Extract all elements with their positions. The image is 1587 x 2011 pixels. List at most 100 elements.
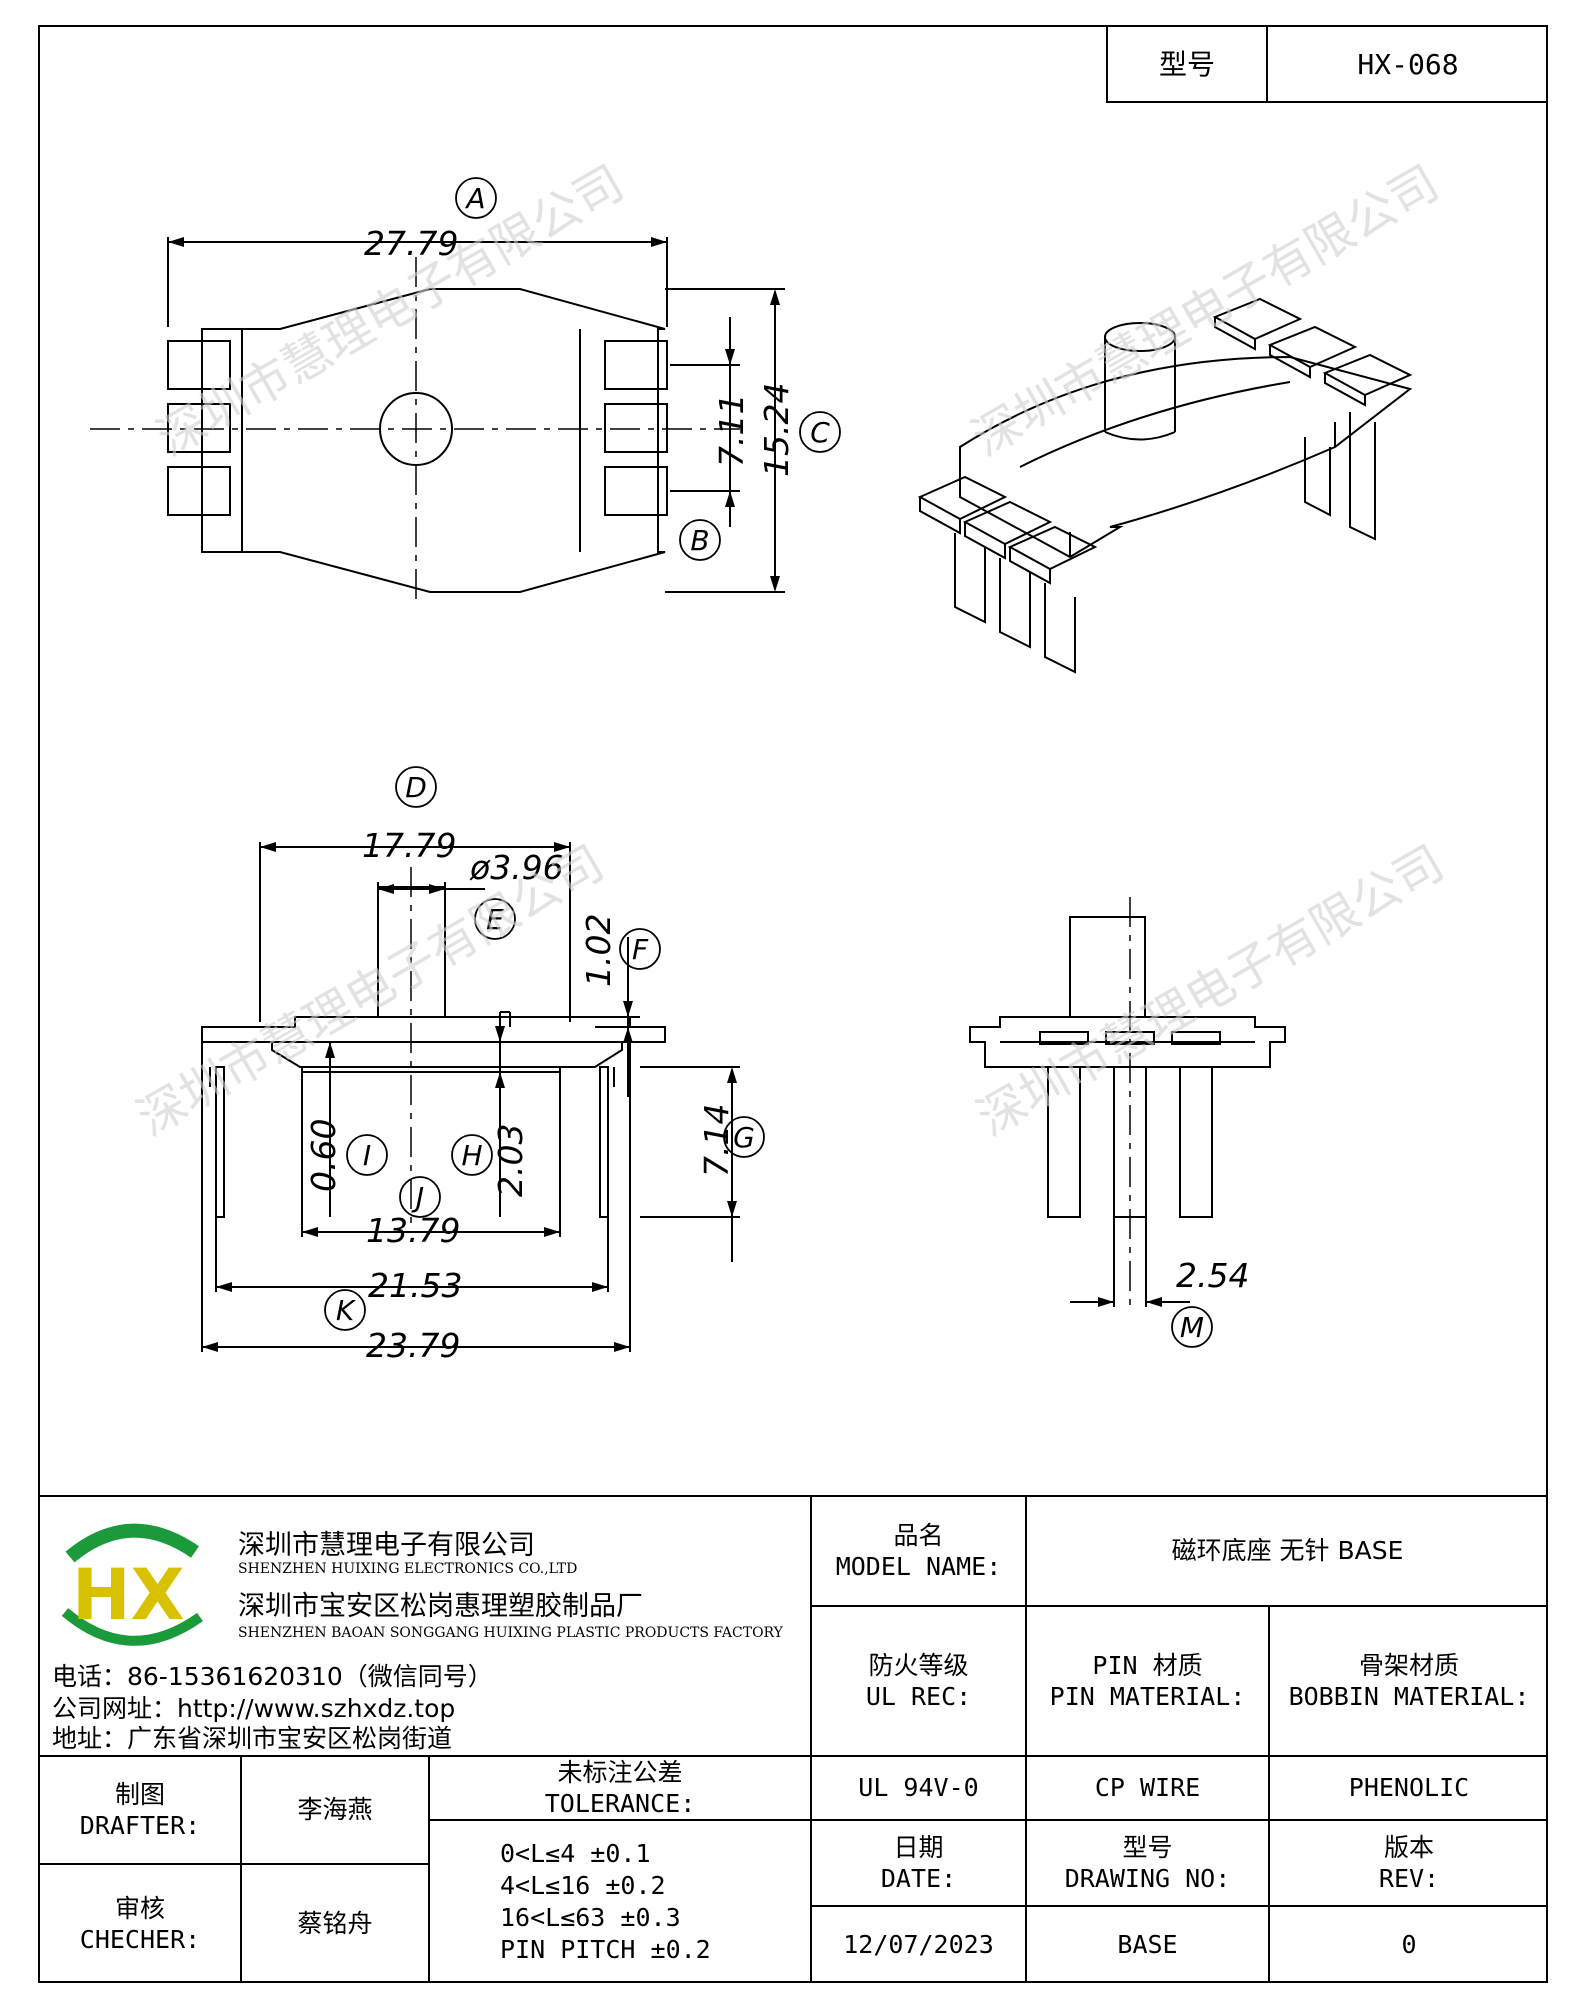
model-value-cell: HX-068 (1266, 27, 1548, 103)
title-block: HX 深圳市慧理电子有限公司 SHENZHEN HUIXING ELECTRON… (40, 1495, 1548, 1983)
dim-g-value: 7.14 (697, 1104, 736, 1177)
dim-b-value: 7.11 (712, 394, 751, 467)
drawing-no-label-cell: 型号 DRAWING NO: (1025, 1819, 1268, 1905)
model-value: HX-068 (1357, 47, 1459, 81)
company-info: HX 深圳市慧理电子有限公司 SHENZHEN HUIXING ELECTRON… (40, 1497, 810, 1755)
rev-label-cell: 版本 REV: (1268, 1819, 1548, 1905)
side-view (969, 897, 1286, 1307)
company-name-cn: 深圳市慧理电子有限公司 (238, 1530, 535, 1561)
pin-material-en: PIN MATERIAL: (1049, 1682, 1246, 1711)
model-label-cell: 型号 (1106, 27, 1266, 103)
rev-value: 0 (1401, 1930, 1417, 1960)
drafter-name: 李海燕 (297, 1795, 373, 1825)
date-value: 12/07/2023 (843, 1930, 994, 1960)
dim-e-value: ø3.96 (469, 848, 564, 887)
model-name-value: 磁环底座 无针 BASE (1171, 1536, 1404, 1566)
isometric-view (917, 297, 1413, 674)
date-label-en: DATE: (880, 1864, 957, 1893)
tolerance-line: PIN PITCH ±0.2 (500, 1935, 711, 1964)
checker-label-cell: 审核 CHECHER: (40, 1863, 242, 1983)
dim-f-value: 1.02 (579, 914, 618, 987)
dim-k2-value: 23.79 (366, 1326, 460, 1365)
rev-label-en: REV: (1378, 1864, 1440, 1893)
technical-drawing: 27.79 7.11 15.24 17.79 ø3.96 1.02 7.14 2… (90, 155, 1453, 1365)
company-phone: 电话：86-15361620310（微信同号） (52, 1662, 493, 1691)
tag-e: E (486, 903, 504, 936)
pin-material-value-cell: CP WIRE (1025, 1755, 1268, 1819)
drafter-label-cn: 制图 (114, 1779, 165, 1809)
dim-k-value: 21.53 (368, 1266, 462, 1305)
hx-logo: HX (61, 1523, 203, 1646)
model-label: 型号 (1158, 47, 1215, 81)
tolerance-list-cell: 0<L≤4 ±0.1 4<L≤16 ±0.2 16<L≤63 ±0.3 PIN … (430, 1819, 810, 1983)
model-name-value-cell: 磁环底座 无针 BASE (1025, 1497, 1548, 1605)
date-value-cell: 12/07/2023 (810, 1905, 1025, 1983)
drawing-no-label-en: DRAWING NO: (1064, 1864, 1231, 1893)
rev-label-cn: 版本 (1383, 1832, 1434, 1862)
dim-h-value: 2.03 (491, 1124, 530, 1197)
tag-a: A (464, 182, 485, 215)
drawing-no-value: BASE (1117, 1930, 1178, 1960)
drafter-label-cell: 制图 DRAFTER: (40, 1755, 242, 1863)
drafter-name-cell: 李海燕 (242, 1755, 430, 1863)
model-name-en: MODEL NAME: (835, 1552, 1002, 1581)
date-label-cell: 日期 DATE: (810, 1819, 1025, 1905)
drawing-sheet: 型号 HX-068 (38, 25, 1548, 1983)
front-view (201, 842, 740, 1352)
watermark: 深圳市慧理电子有限公司 (963, 155, 1448, 468)
ul-label-cell: 防火等级 UL REC: (810, 1605, 1025, 1755)
tag-k: K (336, 1294, 357, 1327)
pin-material-label-cell: PIN 材质 PIN MATERIAL: (1025, 1605, 1268, 1755)
drawing-no-label-cn: 型号 (1122, 1832, 1173, 1862)
company-address: 地址：广东省深圳市宝安区松岗街道 (52, 1724, 453, 1753)
ul-value-cell: UL 94V-0 (810, 1755, 1025, 1819)
rev-value-cell: 0 (1268, 1905, 1548, 1983)
drawing-no-value-cell: BASE (1025, 1905, 1268, 1983)
watermark: 深圳市慧理电子有限公司 (128, 835, 613, 1148)
tolerance-label-cn: 未标注公差 (557, 1757, 683, 1787)
bobbin-material-en: BOBBIN MATERIAL: (1288, 1682, 1530, 1711)
tolerance-label-en: TOLERANCE: (544, 1789, 696, 1818)
tag-b: B (690, 524, 709, 557)
dim-j-value: 13.79 (366, 1211, 460, 1250)
checker-name-cell: 蔡铭舟 (242, 1863, 430, 1983)
company-name-en: SHENZHEN HUIXING ELECTRONICS CO.,LTD (238, 1561, 578, 1577)
bobbin-material-value-cell: PHENOLIC (1268, 1755, 1548, 1819)
bobbin-material-label-cell: 骨架材质 BOBBIN MATERIAL: (1268, 1605, 1548, 1755)
drafter-label-en: DRAFTER: (79, 1811, 201, 1840)
tag-c: C (810, 416, 830, 449)
tolerance-line: 16<L≤63 ±0.3 (500, 1903, 681, 1932)
pin-material-value: CP WIRE (1094, 1773, 1201, 1803)
ul-label-en: UL REC: (865, 1682, 972, 1711)
tag-m: M (1180, 1311, 1204, 1344)
tag-g: G (733, 1121, 755, 1154)
checker-label-en: CHECHER: (79, 1925, 201, 1954)
logo-text: HX (72, 1554, 185, 1636)
model-name-cn: 品名 (893, 1520, 944, 1550)
ul-label-cn: 防火等级 (868, 1650, 969, 1680)
dim-i-value: 0.60 (304, 1119, 343, 1192)
dim-d-value: 17.79 (362, 826, 456, 865)
ul-value: UL 94V-0 (858, 1773, 979, 1803)
tag-h: H (461, 1139, 482, 1172)
dim-a-value: 27.79 (364, 224, 458, 263)
company-website: 公司网址：http://www.szhxdz.top (52, 1694, 456, 1723)
factory-name-cn: 深圳市宝安区松岗惠理塑胶制品厂 (238, 1591, 643, 1622)
model-name-label-cell: 品名 MODEL NAME: (810, 1497, 1025, 1605)
tag-f: F (632, 933, 649, 966)
tolerance-line: 4<L≤16 ±0.2 (500, 1871, 666, 1900)
tag-i: I (363, 1139, 371, 1172)
top-view (90, 237, 785, 607)
watermark: 深圳市慧理电子有限公司 (968, 835, 1453, 1148)
tag-j: J (411, 1181, 424, 1214)
checker-label-cn: 审核 (114, 1893, 165, 1923)
tag-d: D (405, 771, 427, 804)
pin-material-cn: PIN 材质 (1092, 1650, 1203, 1680)
dim-c-value: 15.24 (757, 383, 796, 477)
date-label-cn: 日期 (893, 1832, 944, 1862)
bobbin-material-value: PHENOLIC (1348, 1773, 1470, 1803)
tolerance-header-cell: 未标注公差 TOLERANCE: (430, 1755, 810, 1819)
dim-m-value: 2.54 (1176, 1256, 1249, 1295)
watermark: 深圳市慧理电子有限公司 (148, 155, 633, 468)
tolerance-line: 0<L≤4 ±0.1 (500, 1839, 651, 1868)
